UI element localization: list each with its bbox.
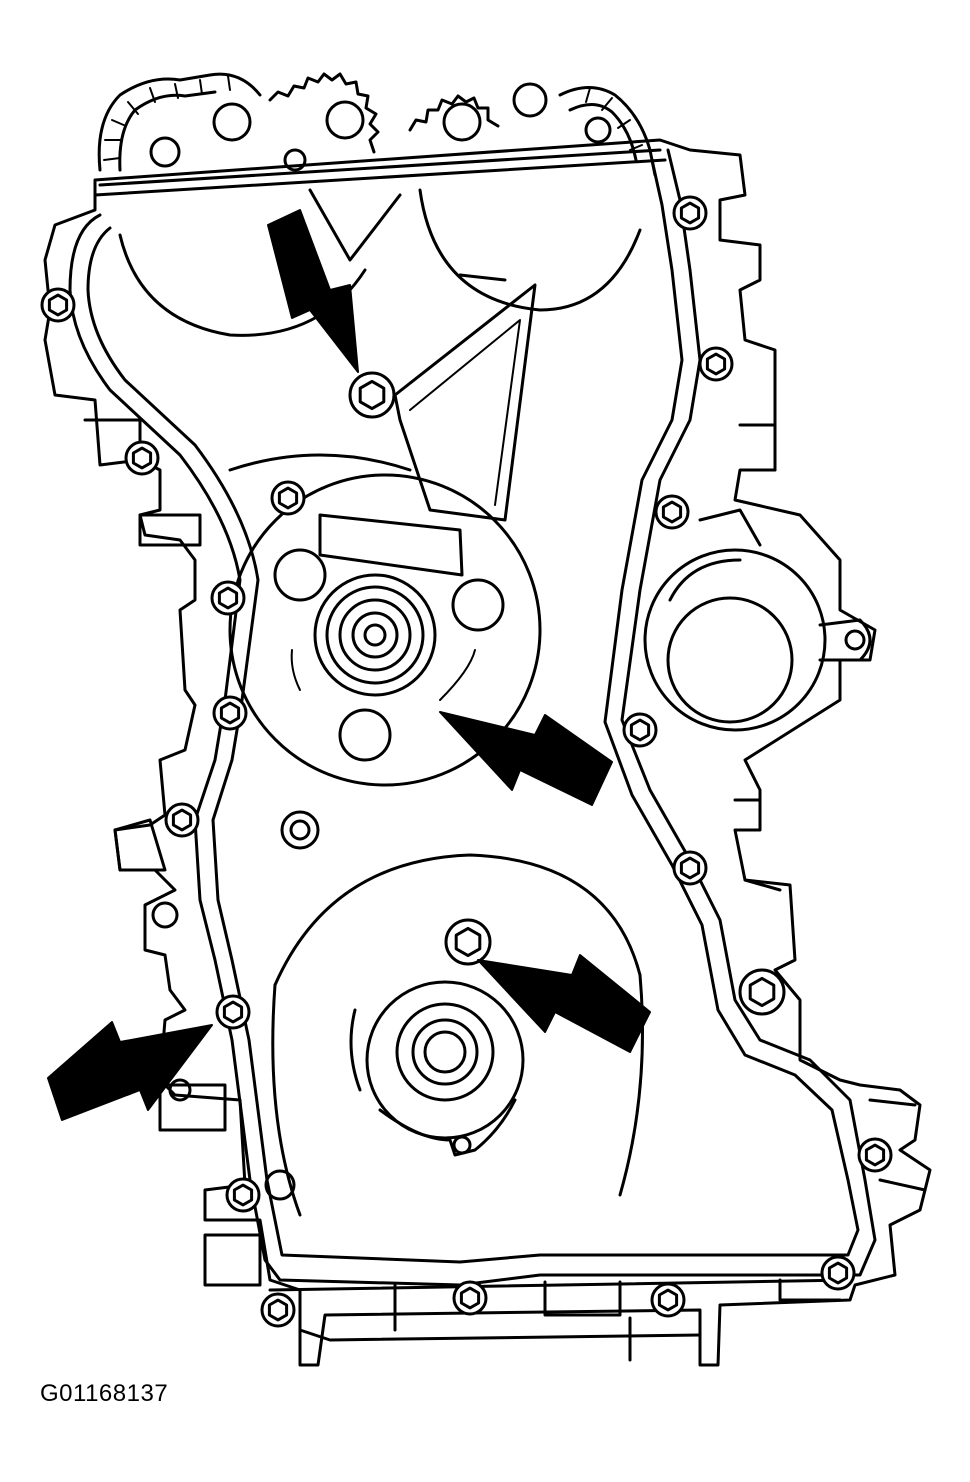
gasket-line-inner bbox=[86, 158, 860, 1264]
bolts bbox=[40, 195, 893, 1328]
gasket-line-outer bbox=[68, 148, 877, 1287]
bolt-icon bbox=[444, 918, 492, 966]
cover-outline bbox=[43, 138, 932, 1367]
bolt-icon bbox=[650, 1282, 686, 1318]
bolt-icon bbox=[820, 1255, 856, 1291]
bolt-icon bbox=[348, 371, 396, 419]
oil-pan-flange bbox=[268, 1278, 852, 1362]
arrow-icon bbox=[267, 209, 359, 373]
arrows bbox=[47, 209, 651, 1121]
side-housing bbox=[643, 508, 872, 732]
arrow-icon bbox=[47, 1021, 213, 1121]
bolt-icon bbox=[260, 1292, 296, 1328]
bolt-icon bbox=[654, 494, 690, 530]
bolt-icon bbox=[857, 1137, 893, 1173]
water-pump-pulley bbox=[228, 453, 542, 787]
tensioner-bracket bbox=[393, 283, 537, 522]
crankshaft-seal bbox=[271, 853, 644, 1217]
bolt-icon bbox=[215, 994, 251, 1030]
bolt-icon bbox=[270, 480, 306, 516]
bolt-icon bbox=[698, 346, 734, 382]
cam-arches bbox=[118, 188, 642, 337]
arrow-icon bbox=[439, 711, 613, 806]
bolt-icon bbox=[622, 712, 658, 748]
figure-code: G01168137 bbox=[40, 1380, 169, 1407]
camshaft-sprockets bbox=[149, 72, 612, 172]
arrow-icon bbox=[477, 954, 651, 1053]
bolt-icon bbox=[40, 287, 76, 323]
timing-chain bbox=[97, 72, 657, 177]
bolt-icon bbox=[210, 580, 246, 616]
bolt-icon bbox=[672, 850, 708, 886]
bolt-icon bbox=[672, 195, 708, 231]
bolt-icon bbox=[212, 695, 248, 731]
bolt-icon bbox=[164, 802, 200, 838]
bolt-icon bbox=[124, 440, 160, 476]
bolt-icon bbox=[738, 968, 786, 1016]
bolt-icon bbox=[452, 1280, 488, 1316]
bolt-icon bbox=[225, 1177, 261, 1213]
